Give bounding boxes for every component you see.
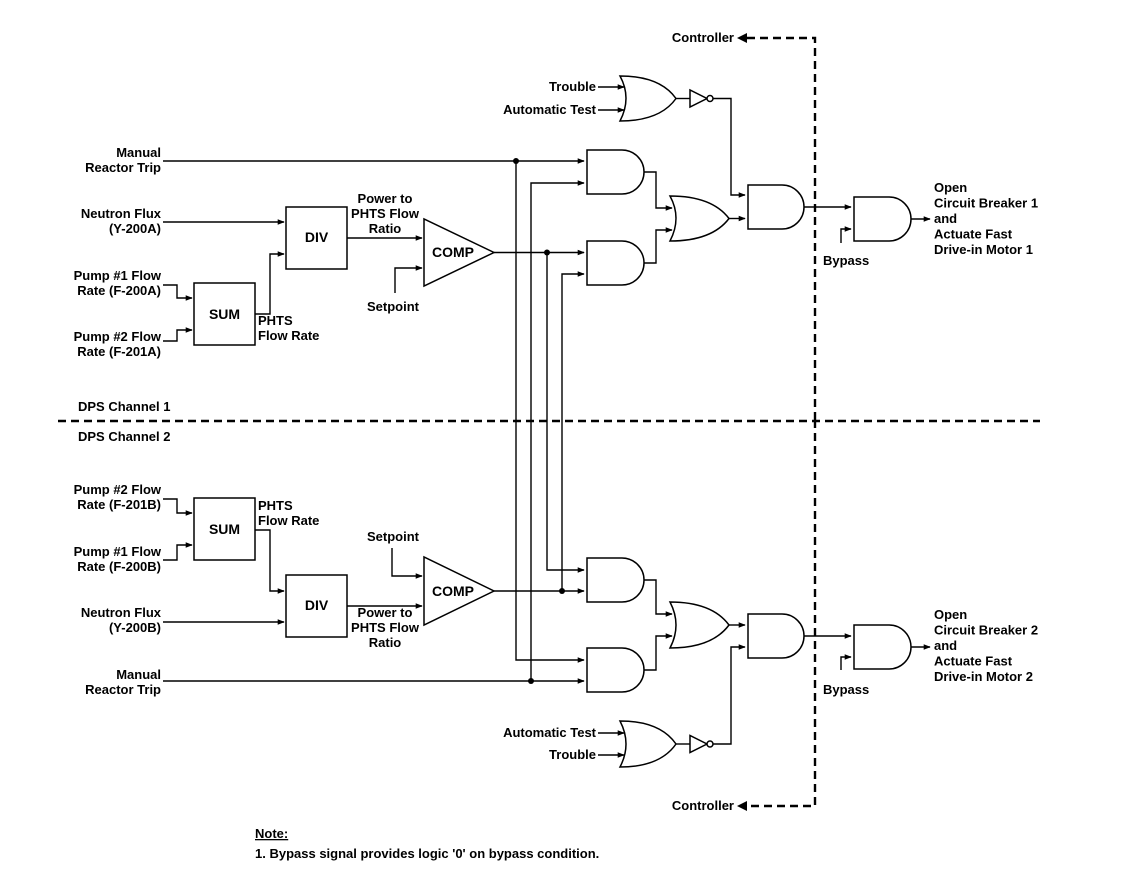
comp-block-1-label: COMP bbox=[432, 244, 474, 260]
sum-block-1-label: SUM bbox=[209, 306, 240, 322]
trouble-2-label: Trouble bbox=[549, 747, 596, 762]
controller-arrow-top bbox=[737, 33, 747, 43]
sum-block-2-label: SUM bbox=[209, 521, 240, 537]
and-gate-bypass-2 bbox=[853, 624, 912, 670]
and-gate-comp-1 bbox=[586, 240, 645, 286]
channel-2-label: DPS Channel 2 bbox=[78, 429, 170, 444]
sum-block-2 bbox=[193, 497, 256, 561]
and-gate-bypass-1 bbox=[853, 196, 912, 242]
or-gate-trouble-1 bbox=[618, 75, 677, 122]
comp-block-2 bbox=[423, 555, 496, 627]
setpoint-2-label: Setpoint bbox=[367, 529, 420, 544]
setpoint-1-label: Setpoint bbox=[367, 299, 420, 314]
comp-block-1 bbox=[423, 217, 496, 288]
div-block-2 bbox=[285, 574, 348, 638]
inverter-buffer-1 bbox=[689, 88, 709, 109]
neutron-flux-1-label: Neutron Flux(Y-200A) bbox=[81, 206, 162, 236]
note-title: Note: bbox=[255, 826, 288, 841]
and-gate-comp-2 bbox=[586, 557, 645, 603]
trouble-1-label: Trouble bbox=[549, 79, 596, 94]
div-block-1 bbox=[285, 206, 348, 270]
note-text: 1. Bypass signal provides logic '0' on b… bbox=[255, 846, 599, 861]
sum-block-1 bbox=[193, 282, 256, 346]
controller-bus-bottom bbox=[745, 420, 817, 808]
div-block-2-label: DIV bbox=[305, 597, 329, 613]
comp-block-2-label: COMP bbox=[432, 583, 474, 599]
inverter-bubble-2 bbox=[706, 740, 714, 748]
div-block-1-label: DIV bbox=[305, 229, 329, 245]
and-gate-manual-1 bbox=[586, 149, 645, 195]
bypass-1-label: Bypass bbox=[823, 253, 869, 268]
bypass-2-label: Bypass bbox=[823, 682, 869, 697]
inverter-buffer-2 bbox=[689, 734, 709, 754]
controller-label-bottom: Controller bbox=[672, 798, 734, 813]
and-gate-final-2 bbox=[747, 613, 805, 659]
controller-arrow-bottom bbox=[737, 801, 747, 811]
auto-test-1-label: Automatic Test bbox=[503, 102, 597, 117]
controller-bus-top bbox=[745, 36, 817, 420]
neutron-flux-2-label: Neutron Flux(Y-200B) bbox=[81, 605, 162, 635]
inverter-bubble-1 bbox=[706, 94, 714, 103]
channel-1-label: DPS Channel 1 bbox=[78, 399, 170, 414]
or-gate-trip-2 bbox=[668, 601, 730, 649]
auto-test-2-label: Automatic Test bbox=[503, 725, 597, 740]
or-gate-trip-1 bbox=[668, 195, 730, 242]
controller-label-top: Controller bbox=[672, 30, 734, 45]
and-gate-manual-2 bbox=[586, 647, 645, 693]
or-gate-trouble-2 bbox=[618, 720, 677, 768]
and-gate-final-1 bbox=[747, 184, 805, 230]
